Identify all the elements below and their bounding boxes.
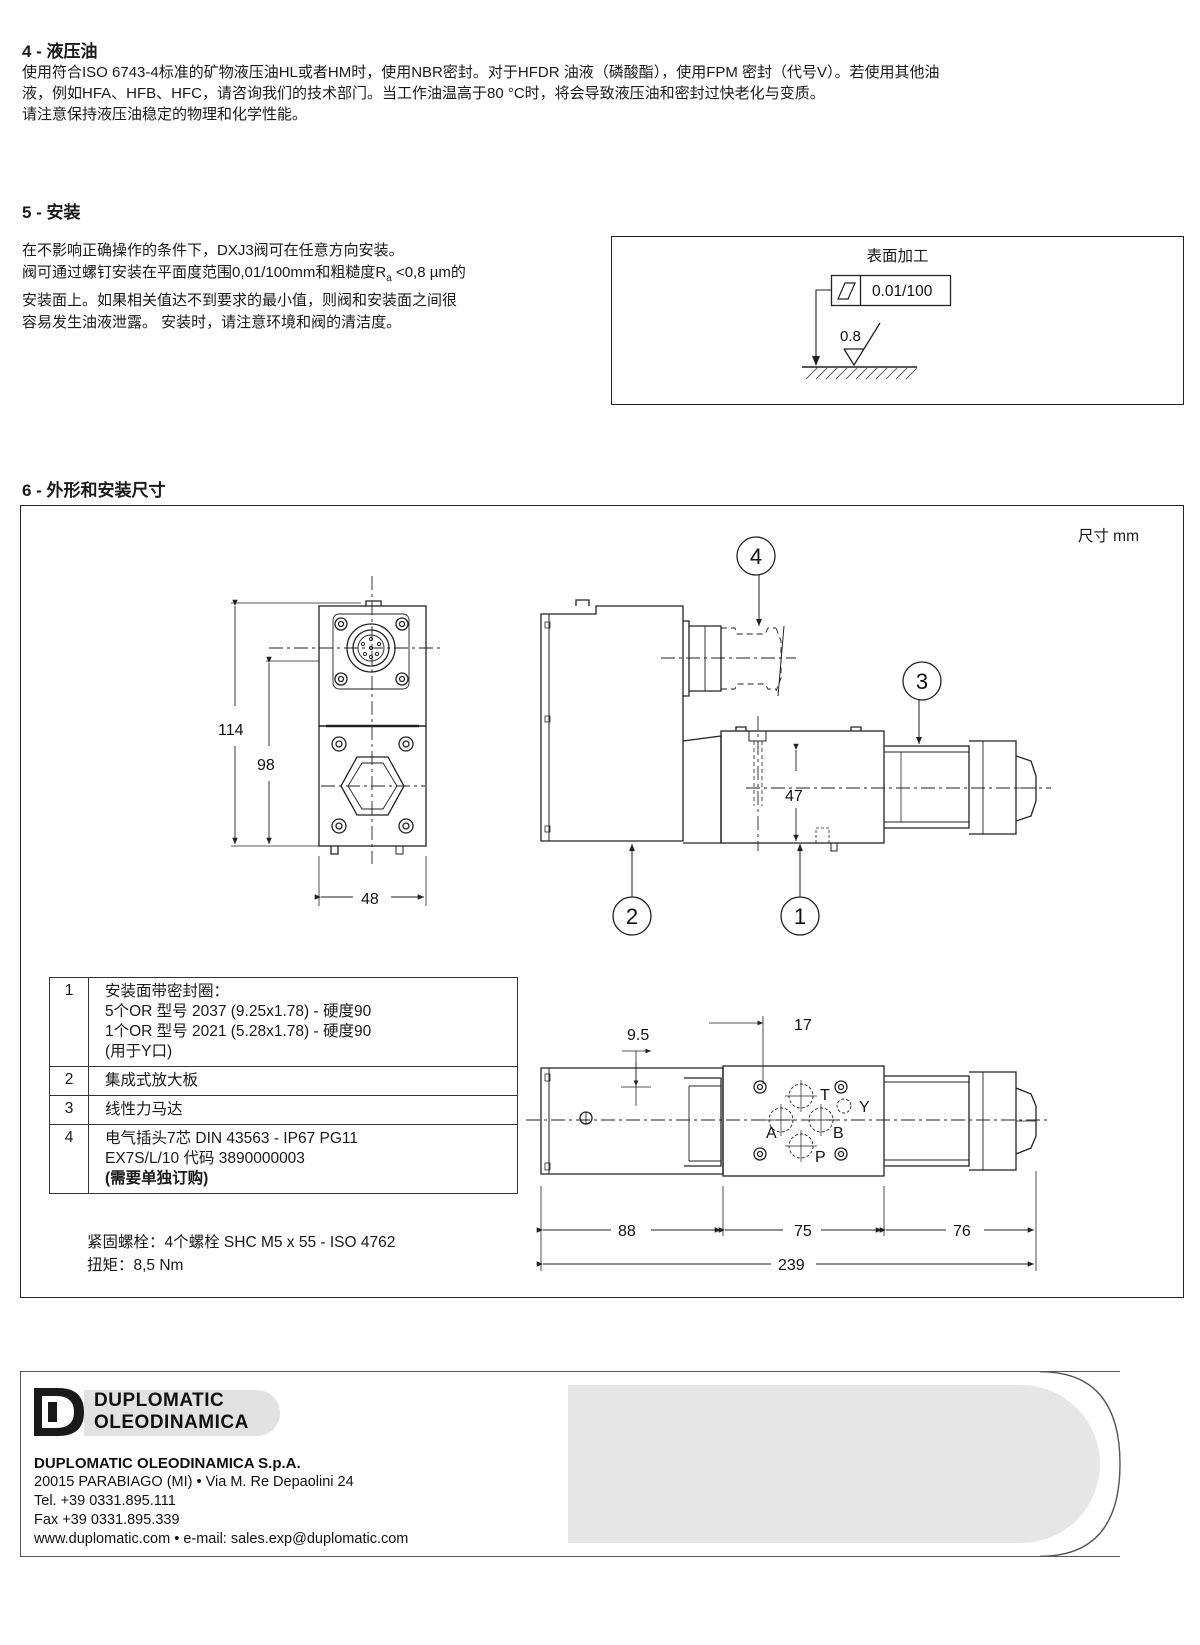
port-a: A <box>766 1125 777 1142</box>
section4-line: 请注意保持液压油稳定的物理和化学性能。 <box>22 106 308 123</box>
company-info: DUPLOMATIC OLEODINAMICA S.p.A. 20015 PAR… <box>34 1454 408 1549</box>
unit-label: 尺寸 mm <box>1077 528 1139 545</box>
dim-9-5: 9.5 <box>627 1027 649 1044</box>
dim-48: 48 <box>361 891 379 908</box>
section5-title: 5 - 安装 <box>22 203 81 222</box>
port-b: B <box>833 1125 844 1142</box>
dim-17: 17 <box>794 1017 812 1034</box>
section5-line: 容易发生油液泄露。 安装时，请注意环境和阀的清洁度。 <box>22 314 402 331</box>
logo-line-1: DUPLOMATIC <box>94 1390 225 1411</box>
surface-finish-box: 表面加工 0.01/100 0.8 <box>611 236 1184 405</box>
section5-line: 安装面上。如果相关值达不到要求的最小值，则阀和安装面之间很 <box>22 292 458 309</box>
company-tel: Tel. +39 0331.895.111 <box>34 1493 176 1509</box>
surface-finish-drawing: 0.01/100 0.8 <box>802 274 952 380</box>
footer-curve <box>1040 1371 1121 1557</box>
table-row: 1 安装面带密封圈： 5个OR 型号 2037 (9.25x1.78) - 硬度… <box>49 977 518 1067</box>
section6-title: 6 - 外形和安装尺寸 <box>22 481 166 500</box>
table-row: 3 线性力马达 <box>49 1095 518 1125</box>
section4-body: 使用符合ISO 6743-4标准的矿物液压油HL或者HM时，使用NBR密封。对于… <box>22 62 1182 125</box>
company-address: 20015 PARABIAGO (MI) • Via M. Re Depaoli… <box>34 1474 354 1490</box>
table-row: 2 集成式放大板 <box>49 1066 518 1096</box>
company-logo: DUPLOMATIC OLEODINAMICA <box>32 1386 282 1438</box>
table-row: 4 电气插头7芯 DIN 43563 - IP67 PG11 EX7S/L/10… <box>49 1124 518 1194</box>
port-t: T <box>820 1087 830 1104</box>
company-fax: Fax +39 0331.895.339 <box>34 1512 180 1528</box>
company-web[interactable]: www.duplomatic.com • e-mail: sales.exp@d… <box>34 1531 409 1547</box>
flatness-value: 0.01/100 <box>872 283 933 300</box>
port-p: P <box>815 1149 826 1166</box>
surface-finish-title: 表面加工 <box>866 248 929 265</box>
bolt-info: 紧固螺栓：4个螺栓 SHC M5 x 55 - ISO 4762 扭矩：8,5 … <box>87 1231 395 1277</box>
parts-table: 1 安装面带密封圈： 5个OR 型号 2037 (9.25x1.78) - 硬度… <box>49 977 518 1194</box>
callout-3 <box>902 661 942 701</box>
bolts-text: 紧固螺栓：4个螺栓 SHC M5 x 55 - ISO 4762 <box>87 1234 396 1251</box>
footer-frame <box>20 1371 1120 1557</box>
dim-76: 76 <box>953 1223 971 1240</box>
port-y: Y <box>859 1099 870 1116</box>
dimension-drawing: 114 98 48 47 9.5 17 88 75 76 239 T Y A B… <box>218 536 1051 1274</box>
dim-98: 98 <box>257 757 275 774</box>
section5-body: 在不影响正确操作的条件下，DXJ3阀可在任意方向安装。 阀可通过螺钉安装在平面度… <box>22 240 592 334</box>
logo-line-2: OLEODINAMICA <box>94 1412 249 1433</box>
company-name: DUPLOMATIC OLEODINAMICA S.p.A. <box>34 1455 301 1472</box>
callout-2-label: 2 <box>626 904 638 929</box>
torque-text: 扭矩：8,5 Nm <box>87 1257 184 1274</box>
dim-88: 88 <box>618 1223 636 1240</box>
callout-1-label: 1 <box>794 904 806 929</box>
section5-line: 在不影响正确操作的条件下，DXJ3阀可在任意方向安装。 <box>22 242 404 259</box>
section4-title: 4 - 液压油 <box>22 42 98 61</box>
footer-grey-panel <box>568 1385 1100 1543</box>
side-view <box>269 576 441 864</box>
callout-3-label: 3 <box>916 669 928 694</box>
section4-line: 液，例如HFA、HFB、HFC，请咨询我们的技术部门。当工作油温高于80 °C时… <box>22 85 825 102</box>
dim-239: 239 <box>778 1257 805 1274</box>
callout-4 <box>736 536 776 576</box>
front-view <box>540 599 1051 852</box>
roughness-value: 0.8 <box>840 328 861 345</box>
dim-47: 47 <box>785 788 803 805</box>
section4-line: 使用符合ISO 6743-4标准的矿物液压油HL或者HM时，使用NBR密封。对于… <box>22 64 940 81</box>
dimensions-frame: 尺寸 mm <box>20 505 1184 1298</box>
duplomatic-logo-icon <box>34 1388 84 1436</box>
flatness-icon <box>837 282 856 300</box>
section5-line: 阀可通过螺钉安装在平面度范围0,01/100mm和粗糙度Ra <0,8 µm的 <box>22 264 466 284</box>
roughness-icon <box>843 322 881 367</box>
callout-4-label: 4 <box>750 544 762 569</box>
dim-114: 114 <box>218 722 244 739</box>
dim-75: 75 <box>794 1223 812 1240</box>
top-view <box>526 1065 1051 1177</box>
